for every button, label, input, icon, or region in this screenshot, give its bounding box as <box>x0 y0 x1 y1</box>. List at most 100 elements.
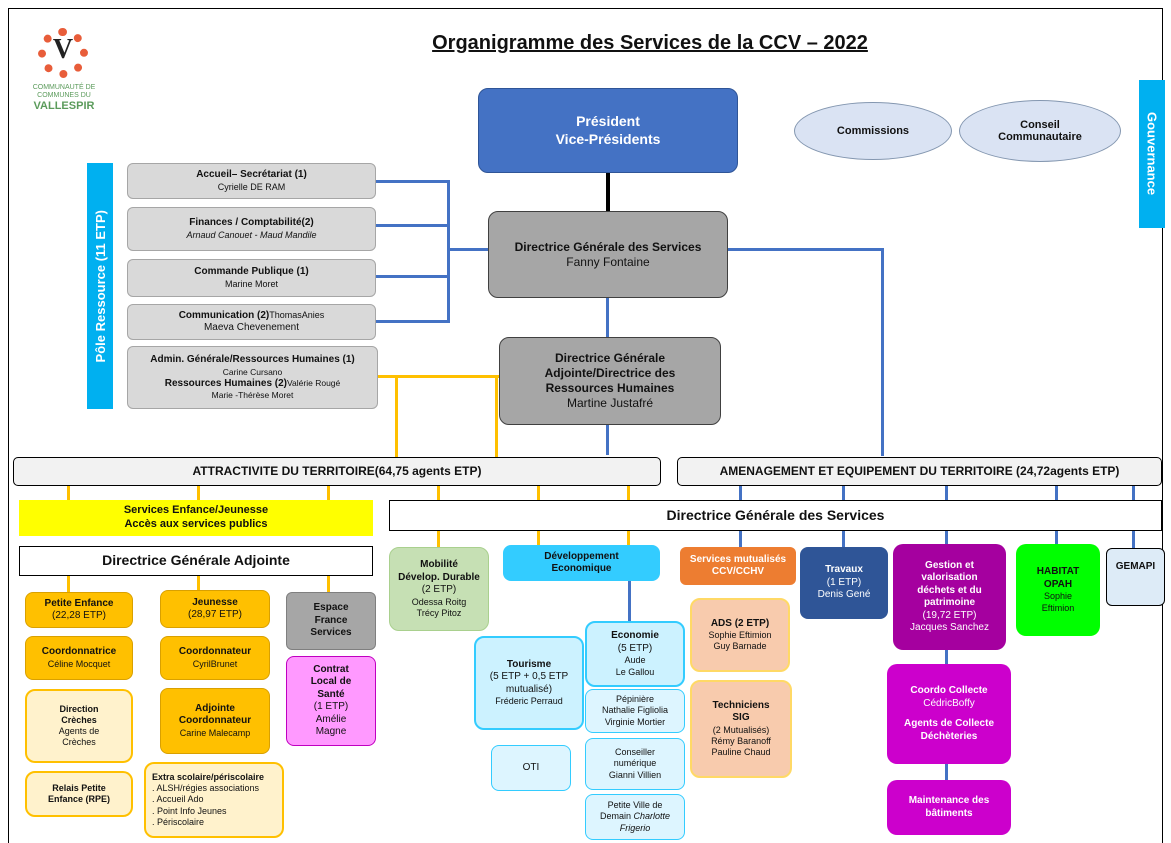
pepiniere-box: Pépinière Nathalie Figliolia Virginie Mo… <box>585 689 685 733</box>
president-label: Président <box>576 113 640 129</box>
mobilite-line2: Dévelop. Durable <box>398 571 480 583</box>
dgs-name: Fanny Fontaine <box>566 254 650 269</box>
communication-row: Communication (2)ThomasAnies <box>179 310 325 323</box>
communication-title: Communication (2) <box>178 309 270 321</box>
connector-eco-2 <box>537 531 540 547</box>
mutualises-box: Services mutualisés CCV/CCHV <box>680 547 796 585</box>
direction-creches-line4: Crèches <box>62 737 96 748</box>
attractivite-label: ATTRACTIVITE DU TERRITOIRE(64,75 agents … <box>192 464 482 478</box>
petite-ville-line2-row: Demain Charlotte <box>600 811 670 822</box>
dgs-bar-label: Directrice Générale des Services <box>666 506 885 523</box>
petite-enfance-box: Petite Enfance (22,28 ETP) <box>25 592 133 628</box>
mobilite-box: Mobilité Dévelop. Durable (2 ETP) Odessa… <box>389 547 489 631</box>
contrat-line1: Contrat <box>313 663 349 675</box>
gestion-line1: Gestion et <box>925 559 974 571</box>
conseiller-line3: Gianni Villien <box>608 769 662 780</box>
connector-attr-6 <box>627 486 630 500</box>
logo-ring <box>38 28 88 78</box>
gestion-line3: déchets et du <box>917 584 982 596</box>
logo-line1: COMMUNAUTÉ DE <box>32 84 96 91</box>
ads-name2: Guy Barnade <box>713 641 767 652</box>
oti-label: OTI <box>522 761 540 773</box>
economie-name2: Le Gallou <box>615 666 655 677</box>
petite-ville-line1: Petite Ville de <box>607 800 663 811</box>
commande-name: Marine Moret <box>224 278 278 289</box>
amenagement-bar: AMENAGEMENT ET EQUIPEMENT DU TERRITOIRE … <box>677 457 1162 486</box>
habitat-name1: Sophie <box>1043 591 1073 602</box>
dgarh-name: Martine Justafré <box>566 396 654 410</box>
direction-creches-box: Direction Crèches Agents de Crèches <box>25 689 133 763</box>
jeunesse-etp: (28,97 ETP) <box>188 609 242 620</box>
gouvernance-label: Gouvernance <box>1139 80 1165 228</box>
dgs-title: Directrice Générale des Services <box>514 239 702 254</box>
petite-enfance-etp: (22,28 ETP) <box>52 610 106 621</box>
connector-communication <box>375 320 447 323</box>
coordonnatrice-name: Céline Mocquet <box>47 658 111 669</box>
habitat-box: HABITAT OPAH Sophie Eftimion <box>1016 544 1100 636</box>
pole-ressource-label: Pôle Ressource (11 ETP) <box>87 163 113 409</box>
connector-ressource-trunk <box>447 180 450 323</box>
france-services-line1: Espace <box>313 602 349 614</box>
techniciens-name1: Rémy Baranoff <box>711 735 771 746</box>
amenagement-label: AMENAGEMENT ET EQUIPEMENT DU TERRITOIRE … <box>719 464 1120 478</box>
mutualises-line2: CCV/CCHV <box>711 566 765 577</box>
coordonnateur-name: CyrilBrunet <box>192 658 238 669</box>
pepiniere-line1: Pépinière <box>615 694 655 705</box>
admin-title2: Ressources Humaines (2) <box>164 377 288 389</box>
connector-dgarh-down <box>606 425 609 455</box>
conseiller-line1: Conseiller <box>614 747 656 758</box>
connector-dga-1 <box>67 576 70 592</box>
france-services-line2: France <box>314 614 348 626</box>
connector-ressource-dgs <box>447 248 489 251</box>
direction-creches-line3: Agents de <box>58 726 100 736</box>
coordo-line3: Déchèteries <box>920 730 978 742</box>
connector-eco-3 <box>627 531 630 547</box>
travaux-name: Denis Gené <box>817 589 871 601</box>
gemapi-box: GEMAPI <box>1106 548 1165 606</box>
ads-title: ADS (2 ETP) <box>710 617 770 629</box>
techniciens-etp: (2 Mutualisés) <box>712 724 770 735</box>
maintenance-line1: Maintenance des <box>908 795 990 806</box>
coordo-box: Coordo Collecte CédricBoffy Agents de Co… <box>887 664 1011 764</box>
connector-attr-3 <box>327 486 330 500</box>
jeunesse-title: Jeunesse <box>192 596 238 608</box>
commissions-ellipse: Commissions <box>794 102 952 160</box>
admin-box: Admin. Générale/Ressources Humaines (1) … <box>127 346 378 409</box>
contrat-line6: Magne <box>315 726 347 737</box>
adjointe-name: Carine Malecamp <box>179 727 251 738</box>
mobilite-name2: Trécy Pitoz <box>416 607 462 618</box>
connector-yellow-down1 <box>395 375 398 457</box>
mobilite-etp: (2 ETP) <box>421 584 457 595</box>
connector-attr-5 <box>537 486 540 500</box>
commande-title: Commande Publique (1) <box>194 266 309 278</box>
economie-etp: (5 ETP) <box>617 642 653 654</box>
connector-accueil <box>375 180 447 183</box>
attractivite-bar: ATTRACTIVITE DU TERRITOIRE(64,75 agents … <box>13 457 661 486</box>
coordonnateur-title: Coordonnateur <box>178 646 252 658</box>
petite-ville-line3: Frigerio <box>619 822 651 833</box>
travaux-title: Travaux <box>825 564 863 576</box>
relais-box: Relais Petite Enfance (RPE) <box>25 771 133 817</box>
france-services-line3: Services <box>310 627 352 639</box>
adjointe-box: Adjointe Coordonnateur Carine Malecamp <box>160 688 270 754</box>
dgs-box: Directrice Générale des Services Fanny F… <box>488 211 728 298</box>
connector-finances <box>375 224 447 227</box>
accueil-name: Cyrielle DE RAM <box>217 181 286 192</box>
direction-creches-line2: Crèches <box>61 714 97 725</box>
techniciens-line2: SIG <box>732 712 750 724</box>
ads-box: ADS (2 ETP) Sophie Eftimion Guy Barnade <box>690 598 790 672</box>
france-services-box: Espace France Services <box>286 592 376 650</box>
gestion-name: Jacques Sanchez <box>910 622 989 633</box>
jeunesse-box: Jeunesse (28,97 ETP) <box>160 590 270 628</box>
extrascolaire-item: . Périscolaire <box>152 816 205 827</box>
adjointe-line2: Coordonnateur <box>178 715 252 727</box>
enfance-line1: Services Enfance/Jeunesse <box>123 504 269 517</box>
dgarh-line3: Ressources Humaines <box>545 381 675 395</box>
connector-dgs-dgarh <box>606 298 609 338</box>
extrascolaire-title: Extra scolaire/périscolaire <box>152 771 265 782</box>
admin-name2: Marie -Thérèse Moret <box>211 390 294 400</box>
conseiller-line2: numérique <box>613 758 657 769</box>
tourisme-name: Fréderic Perraud <box>495 696 563 707</box>
pepiniere-line2: Nathalie Figliolia <box>601 705 669 716</box>
accueil-box: Accueil– Secrétariat (1) Cyrielle DE RAM <box>127 163 376 199</box>
